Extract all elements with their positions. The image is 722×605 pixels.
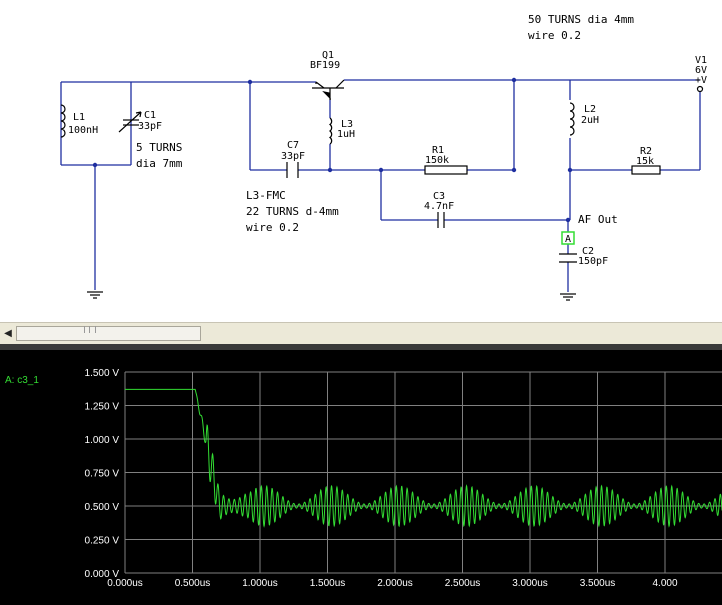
note-top-line2: wire 0.2 [528, 29, 581, 42]
r2-value: 15k [636, 156, 654, 167]
c2-ref: C2 [582, 246, 594, 257]
c1-value: 33pF [138, 121, 162, 132]
c1-note-line2: dia 7mm [136, 157, 183, 170]
x-tick-label: 0.500us [175, 578, 211, 589]
r2-resistor-icon [631, 165, 661, 175]
x-tick-label: 0.000us [107, 578, 143, 589]
af-out-label: AF Out [578, 213, 618, 226]
c3-ref: C3 [433, 191, 445, 202]
l3-value: 1uH [337, 129, 355, 140]
v1-pin: +V [695, 75, 707, 86]
x-tick-label: 2.000us [377, 578, 413, 589]
l1-ref: L1 [73, 112, 85, 123]
v1-value: 6V [695, 65, 707, 76]
l3-ref: L3 [341, 119, 353, 130]
c2-capacitor-icon [559, 253, 577, 263]
l2-ref: L2 [584, 104, 596, 115]
c7-capacitor-icon [286, 162, 299, 178]
l1-inductor-icon [60, 104, 66, 138]
v1-ref: V1 [695, 55, 707, 66]
r1-value: 150k [425, 155, 449, 166]
c3-value: 4.7nF [424, 201, 454, 212]
scope-chart: 0.000 V 0.250 V 0.500 V 0.750 V 1.000 V 1.250… [5, 368, 722, 589]
junction-dots [92, 77, 573, 223]
note-top-line1: 50 TURNS dia 4mm [528, 13, 634, 26]
x-tick-label: 2.500us [445, 578, 481, 589]
r1-ref: R1 [432, 145, 444, 156]
ground-icon [87, 291, 103, 299]
note-l3-line2: 22 TURNS d-4mm [246, 205, 339, 218]
y-tick-label: 0.750 V [85, 469, 120, 480]
x-tick-label: 3.500us [580, 578, 616, 589]
ground-icon [560, 293, 576, 301]
l2-inductor-icon [569, 102, 575, 136]
schematic-canvas[interactable]: A 50 TURNS dia 4mm wire 0.2 Q1 BF199 L1 … [0, 0, 722, 322]
c1-note-line1: 5 TURNS [136, 141, 182, 154]
scope-panel[interactable]: 0.000 V 0.250 V 0.500 V 0.750 V 1.000 V 1.250… [0, 344, 722, 605]
l3-inductor-icon [328, 117, 333, 145]
horizontal-scrollbar[interactable]: ◀ [0, 322, 722, 344]
r2-ref: R2 [640, 146, 652, 157]
scroll-grip-icon [84, 326, 96, 333]
note-l3-line3: wire 0.2 [246, 221, 299, 234]
y-tick-label: 0.250 V [85, 536, 120, 547]
y-tick-label: 1.250 V [85, 402, 120, 413]
l1-value: 100nH [68, 125, 98, 136]
c3-capacitor-icon [437, 212, 445, 228]
scroll-thumb[interactable] [16, 326, 201, 341]
c7-ref: C7 [287, 140, 299, 151]
c1-ref: C1 [144, 110, 156, 121]
probe-marker[interactable] [561, 231, 575, 245]
y-tick-label: 0.500 V [85, 502, 120, 513]
x-tick-label: 1.000us [242, 578, 278, 589]
q1-part: BF199 [310, 60, 340, 71]
l2-value: 2uH [581, 115, 599, 126]
c1-variable-capacitor-icon [118, 111, 142, 133]
trace-a-line [125, 388, 722, 528]
scroll-left-arrow-icon[interactable]: ◀ [4, 328, 12, 339]
c7-value: 33pF [281, 151, 305, 162]
v1-terminal-icon [696, 85, 704, 93]
wires [60, 79, 701, 292]
y-tick-label: 1.000 V [85, 435, 120, 446]
trace-name-label: A: c3_1 [5, 375, 39, 386]
c2-value: 150pF [578, 256, 608, 267]
y-tick-label: 1.500 V [85, 368, 120, 379]
q1-ref: Q1 [322, 50, 334, 61]
y-tick-label: 0.000 V [85, 569, 120, 580]
x-tick-label: 1.500us [310, 578, 346, 589]
q1-transistor-icon [312, 79, 345, 100]
x-tick-label: 3.000us [512, 578, 548, 589]
probe-label: A [565, 234, 571, 245]
x-tick-label: 4.000 [652, 578, 677, 589]
note-l3-line1: L3-FMC [246, 189, 286, 202]
r1-resistor-icon [424, 165, 468, 175]
